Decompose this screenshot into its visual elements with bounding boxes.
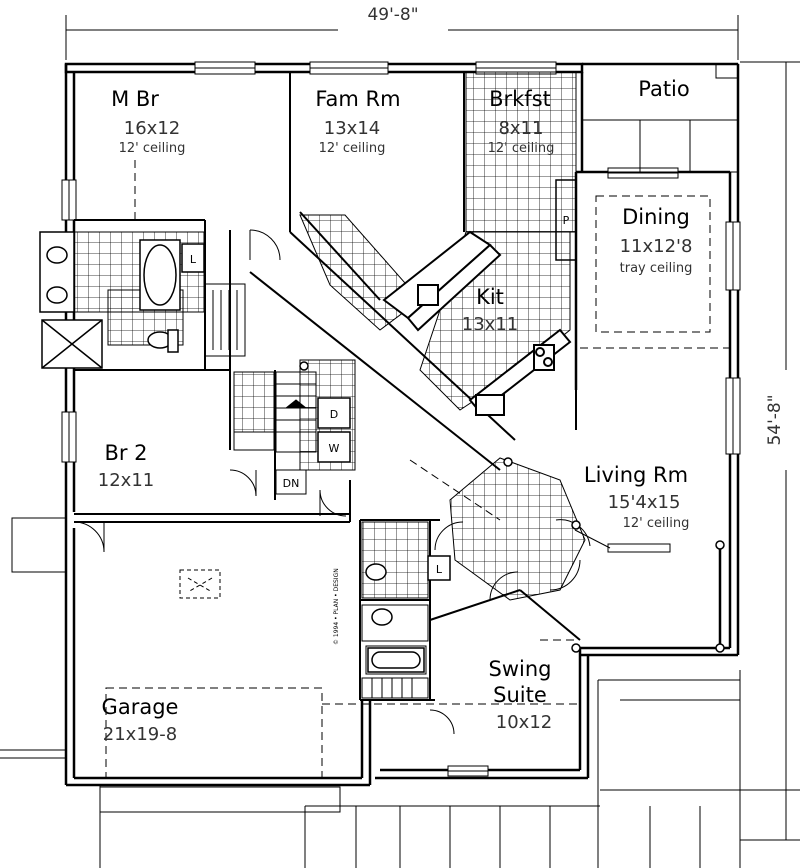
room-name: Kit (476, 285, 504, 309)
room-note: 12' ceiling (488, 141, 555, 156)
room-name: M Br (111, 87, 159, 111)
linen-closet-2: L (436, 563, 443, 576)
pantry-label: P (563, 214, 570, 227)
room-name: Br 2 (104, 441, 147, 465)
master-bath (39, 231, 205, 369)
room-breakfast: Brkfst 8x11 12' ceiling (488, 87, 555, 156)
room-note: 12' ceiling (319, 141, 386, 156)
room-size: 13x14 (324, 118, 380, 139)
room-size: 13x11 (462, 314, 518, 335)
closets (204, 283, 429, 699)
room-dining: Dining 11x12'8 tray ceiling (620, 205, 693, 276)
front-walkway (0, 517, 800, 868)
dashed-lines (105, 160, 730, 779)
stairs (275, 371, 317, 495)
room-size: 12x11 (98, 470, 154, 491)
room-size: 8x11 (498, 118, 543, 139)
dimension-depth-label: 54'-8" (765, 394, 785, 445)
pantry (555, 179, 577, 261)
room-patio: Patio (638, 77, 690, 101)
room-name: Patio (638, 77, 690, 101)
kitchen-counters (382, 230, 572, 416)
room-name: Garage (102, 695, 179, 719)
laundry (299, 361, 351, 463)
room-name: Swing (489, 657, 552, 681)
suite-bath (365, 555, 451, 673)
dryer-label: D (330, 408, 338, 421)
room-note: tray ceiling (620, 261, 693, 276)
room-kitchen: Kit 13x11 (462, 285, 518, 335)
washer-label: W (329, 442, 340, 455)
room-master-bedroom: M Br 16x12 12' ceiling (111, 87, 185, 156)
dimension-depth (740, 61, 800, 841)
linen-closet-1: L (190, 253, 197, 266)
doors (73, 229, 611, 735)
copyright-stamp: © 1994 • PLAN • DESIGN (333, 568, 340, 645)
room-living-room: Living Rm 15'4x15 12' ceiling (584, 463, 689, 531)
windows (61, 61, 741, 777)
stair-down-label: DN (283, 477, 300, 490)
room-family-room: Fam Rm 13x14 12' ceiling (315, 87, 400, 156)
room-bedroom-2: Br 2 12x11 (98, 441, 154, 491)
room-size: 11x12'8 (620, 236, 693, 257)
columns (503, 457, 725, 653)
patio (581, 63, 739, 173)
room-size: 16x12 (124, 118, 180, 139)
garage-attic-access (179, 569, 221, 599)
room-garage: Garage 21x19-8 (102, 695, 179, 745)
room-name: Dining (622, 205, 690, 229)
room-name-line-2: Suite (493, 683, 547, 707)
interior-walls (74, 72, 581, 701)
room-size: 21x19-8 (103, 724, 177, 745)
room-name: Fam Rm (315, 87, 400, 111)
room-name: Brkfst (489, 87, 551, 111)
room-note: 12' ceiling (623, 516, 690, 531)
dimension-width (65, 15, 739, 60)
room-name: Living Rm (584, 463, 688, 487)
room-swing-suite: Swing Suite 10x12 (489, 657, 553, 733)
room-size: 15'4x15 (608, 492, 681, 513)
room-size: 10x12 (496, 712, 552, 733)
room-note: 12' ceiling (119, 141, 186, 156)
dimension-width-label: 49'-8" (367, 5, 418, 25)
